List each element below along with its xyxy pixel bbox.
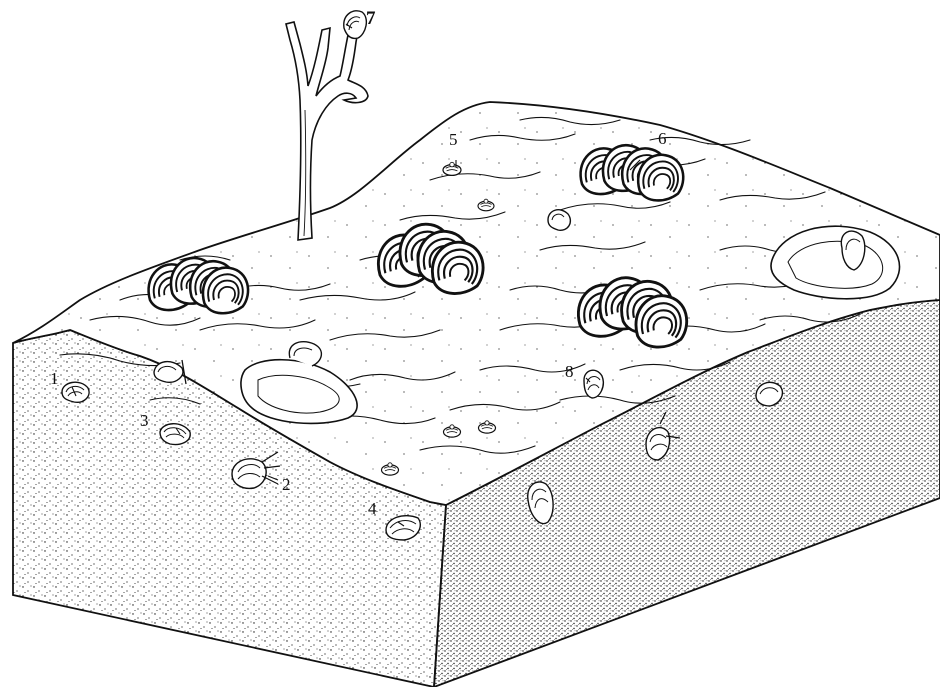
buried-clam-1 [62, 382, 89, 402]
buried-clam-right [756, 382, 782, 406]
small-shell-8 [584, 370, 603, 398]
small-clam-top [548, 210, 570, 231]
label-5: 5 [449, 130, 458, 149]
stone-slab-right [771, 226, 900, 299]
buried-clam-3 [160, 424, 190, 445]
label-4: 4 [368, 499, 377, 518]
label-6: 6 [658, 129, 667, 148]
label-2: 2 [282, 475, 291, 494]
label-8: 8 [565, 362, 574, 381]
label-7: 7 [366, 8, 376, 29]
label-1: 1 [50, 369, 59, 388]
label-3: 3 [140, 411, 149, 430]
